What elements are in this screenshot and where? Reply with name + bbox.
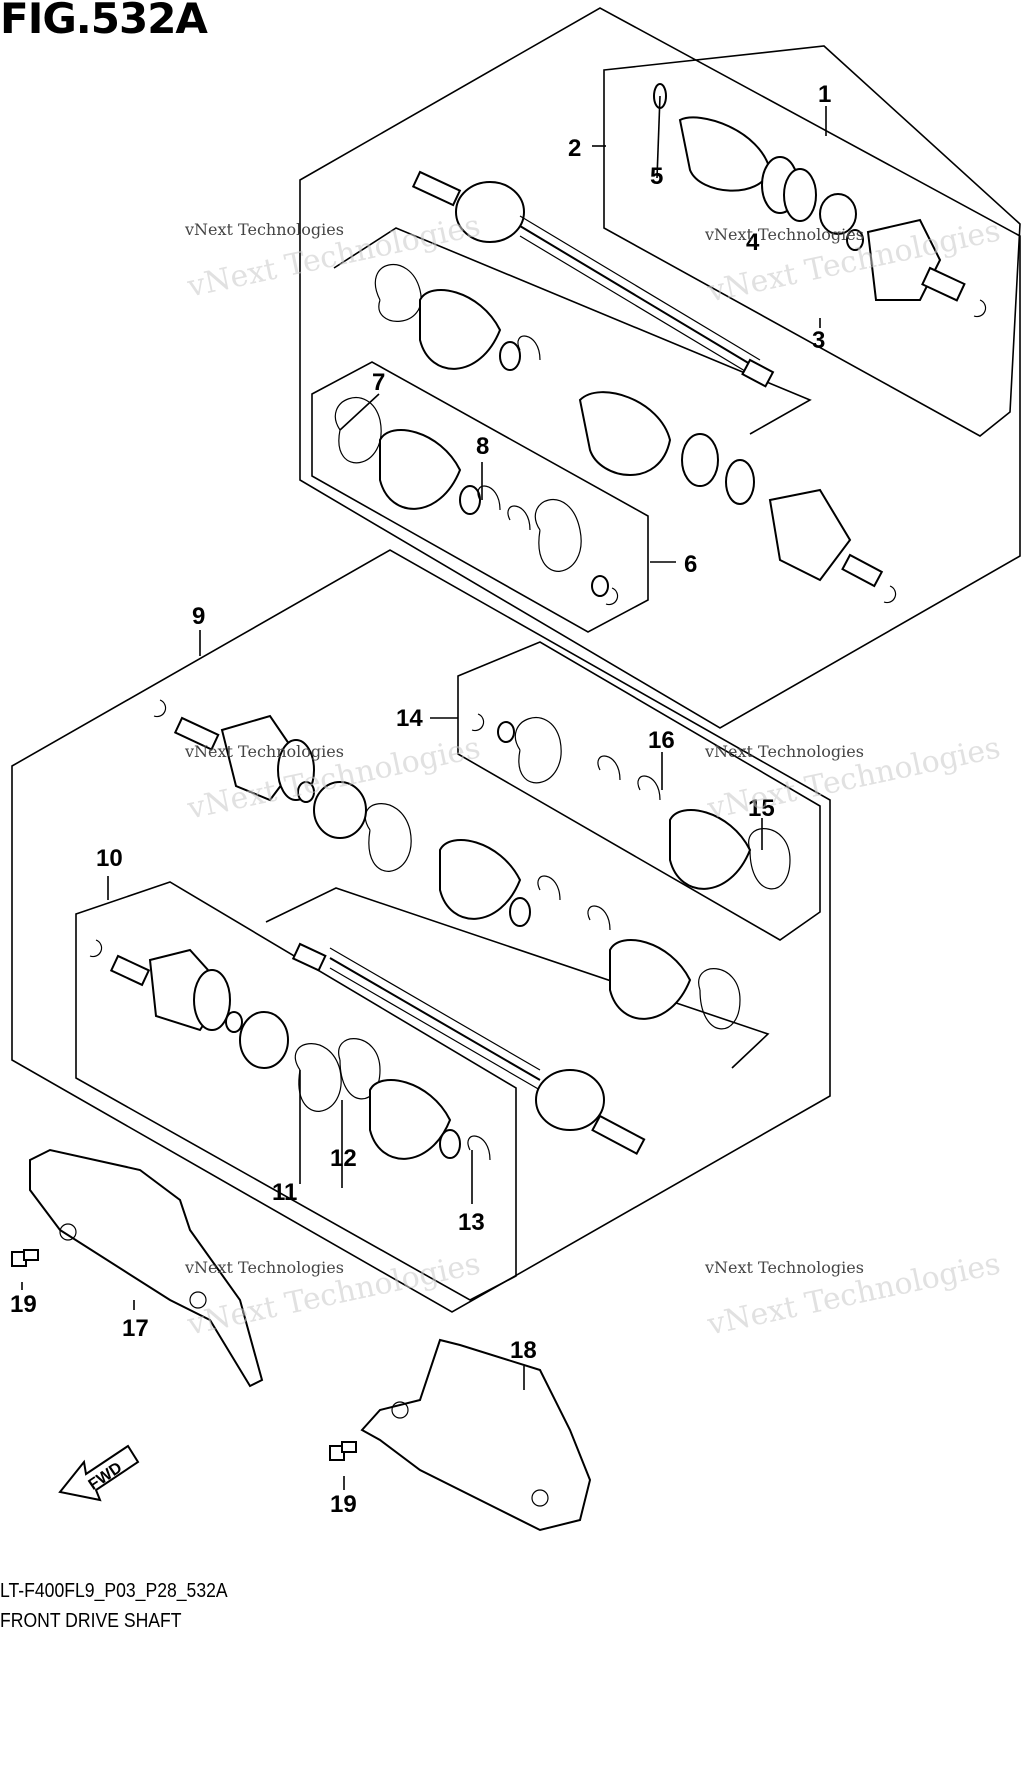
callout-11: 11: [272, 1179, 297, 1206]
callout-4: 4: [746, 229, 760, 256]
part-guard-17-hole-1: [59, 1223, 77, 1241]
figure-code: LT-F400FL9_P03_P28_532A: [0, 1580, 228, 1602]
part-boot-kit-upper: [374, 263, 897, 604]
callout-15: 15: [748, 795, 775, 822]
part-set-10: [89, 939, 491, 1161]
figure-name: FRONT DRIVE SHAFT: [0, 1610, 182, 1632]
fwd-arrow: FWD: [58, 1444, 140, 1502]
callout-8: 8: [476, 433, 489, 460]
frame-boot-kit-upper: [333, 227, 812, 435]
figure-title: FIG.532A: [0, 0, 208, 43]
callout-2: 2: [568, 135, 581, 162]
frame-lower-assembly: [11, 549, 831, 1313]
callout-19-right: 19: [330, 1491, 357, 1518]
frame-set-14: [457, 641, 821, 941]
part-guard-18-hole-1: [391, 1401, 409, 1419]
frame-set-10: [75, 881, 517, 1301]
callout-10: 10: [96, 845, 123, 872]
callout-14: 14: [396, 705, 423, 732]
part-drive-shaft-lower: [291, 942, 646, 1155]
part-guard-18: [360, 1338, 592, 1532]
callout-1: 1: [818, 81, 831, 108]
frame-set-2: [603, 45, 1021, 437]
callout-7: 7: [372, 369, 385, 396]
callout-17: 17: [122, 1315, 149, 1342]
frame-upper-assembly: [299, 7, 1021, 729]
frame-boot-kit-lower: [265, 887, 770, 1069]
frame-set-6: [311, 361, 649, 633]
callout-16: 16: [648, 727, 675, 754]
callout-6: 6: [684, 551, 697, 578]
callout-18: 18: [510, 1337, 537, 1364]
part-bolt-19-left: [11, 1249, 39, 1267]
part-set-6: [334, 397, 619, 606]
part-inner-joint-lower: [153, 699, 531, 927]
part-guard-18-hole-2: [531, 1489, 549, 1507]
callout-12: 12: [330, 1145, 357, 1172]
callout-5: 5: [650, 163, 663, 190]
callout-9: 9: [192, 603, 205, 630]
part-guard-17-hole-2: [189, 1291, 207, 1309]
part-boot-kit-lower: [537, 875, 741, 1030]
part-bolt-19-right: [329, 1441, 357, 1461]
callout-13: 13: [458, 1209, 485, 1236]
part-guard-17: [29, 1148, 264, 1388]
part-drive-shaft-upper: [411, 170, 775, 388]
part-set-14: [471, 713, 791, 890]
callout-3: 3: [812, 327, 825, 354]
part-outer-joint-upper: [653, 83, 987, 318]
callout-19-left: 19: [10, 1291, 37, 1318]
